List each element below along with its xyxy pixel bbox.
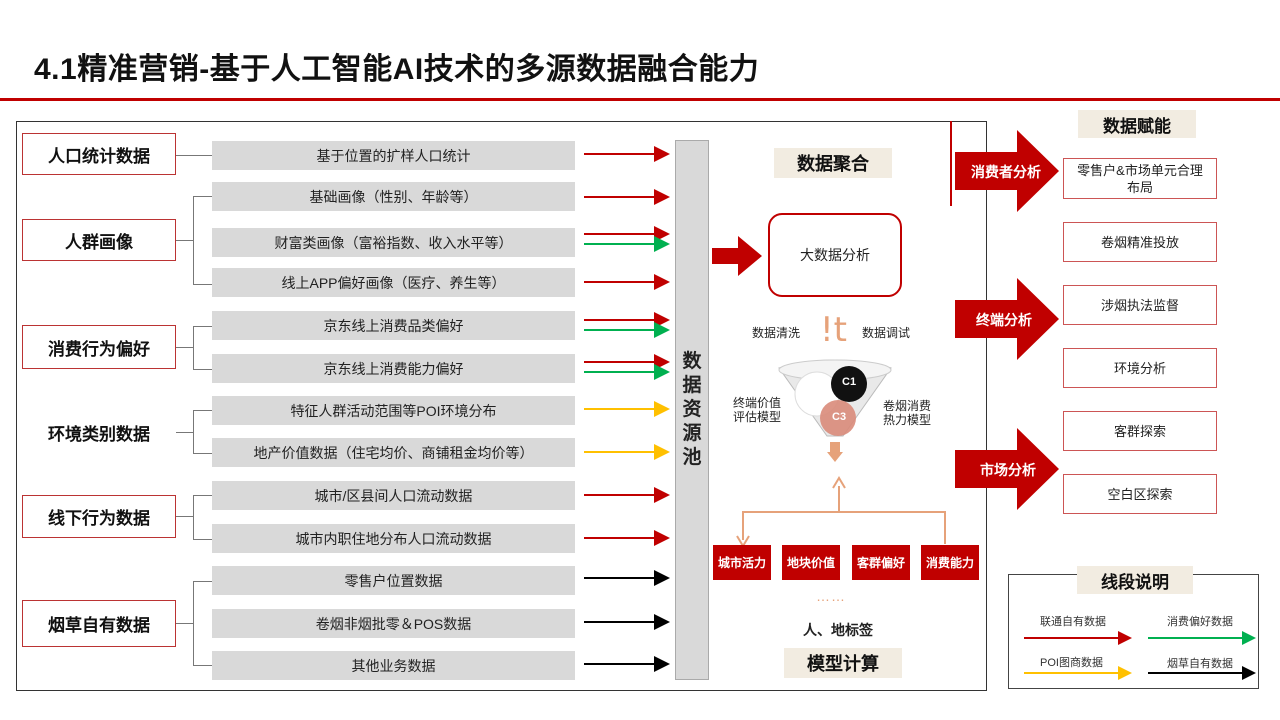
title-divider [0, 98, 1280, 101]
data-bar: 线上APP偏好画像（医疗、养生等） [212, 268, 575, 297]
market-analysis-arrow [955, 428, 1059, 510]
connector [193, 453, 212, 454]
model-feedback-lines [736, 476, 946, 546]
data-bar: 京东线上消费品类偏好 [212, 311, 575, 340]
pool-char: 资 [682, 399, 702, 420]
category-crowd: 人群画像 [22, 219, 176, 261]
legend-lines [1024, 631, 1256, 680]
label-line: 评估模型 [733, 410, 782, 424]
feedback-line [742, 486, 840, 540]
data-bar: 财富类画像（富裕指数、收入水平等） [212, 228, 575, 257]
model-computation-title: 模型计算 [784, 648, 902, 678]
market-analysis-label: 市场分析 [980, 462, 1036, 478]
output-precise-delivery: 卷烟精准投放 [1063, 222, 1217, 262]
data-bar: 特征人群活动范围等POI环境分布 [212, 396, 575, 425]
heat-model-label: 卷烟消费 热力模型 [883, 399, 931, 427]
category-environment: 环境类别数据 [22, 411, 176, 453]
pool-to-analysis-arrow [712, 236, 762, 276]
empower-title: 数据赋能 [1078, 110, 1196, 138]
connector [193, 369, 212, 370]
funnel-circle-c3 [820, 400, 856, 436]
connector [950, 121, 952, 206]
c3-label: C3 [832, 411, 847, 423]
connector [176, 347, 193, 348]
legend-label-consumption: 消费偏好数据 [1167, 616, 1233, 628]
connector [193, 284, 212, 285]
connector [176, 516, 193, 517]
label-line: 终端价值 [733, 396, 782, 410]
data-bar: 其他业务数据 [212, 651, 575, 680]
label-line: 热力模型 [883, 413, 932, 427]
label-line: 卷烟消费 [883, 399, 932, 413]
model-customer-preference: 客群偏好 [852, 545, 910, 580]
data-bar: 城市/区县间人口流动数据 [212, 481, 575, 510]
category-population: 人口统计数据 [22, 133, 176, 175]
data-bar: 城市内职住地分布人口流动数据 [212, 524, 575, 553]
pool-char: 池 [682, 447, 702, 468]
data-bar: 基于位置的扩样人口统计 [212, 141, 575, 170]
terminal-value-model-label: 终端价值 评估模型 [733, 396, 781, 424]
connector [193, 581, 194, 665]
pool-char: 源 [682, 423, 702, 444]
output-blank-area-exploration: 空白区探索 [1063, 474, 1217, 514]
connector [193, 581, 212, 582]
data-resource-pool: 数 据 资 源 池 [675, 140, 709, 680]
connector [193, 410, 194, 453]
tool-icon: !t [820, 310, 847, 350]
data-sources-frame [16, 121, 987, 691]
tuning-label: 数据调试 [862, 326, 911, 340]
connector [176, 623, 193, 624]
consumer-analysis-label: 消费者分析 [971, 164, 1041, 180]
feedback-arrowhead [832, 476, 846, 489]
people-place-tags: 人、地标签 [803, 622, 873, 638]
legend-label-tobacco: 烟草自有数据 [1167, 658, 1233, 670]
funnel-graphic [778, 359, 892, 462]
source-arrows [584, 146, 670, 672]
category-consumption: 消费行为偏好 [22, 325, 176, 369]
model-consumption-ability: 消费能力 [921, 545, 979, 580]
data-bar: 卷烟非烟批零＆POS数据 [212, 609, 575, 638]
output-environment-analysis: 环境分析 [1063, 348, 1217, 388]
connector [193, 410, 212, 411]
connector [193, 326, 212, 327]
connector [193, 196, 212, 197]
category-offline: 线下行为数据 [22, 495, 176, 538]
feedback-arrowhead [736, 535, 750, 546]
legend-label-poi: POI图商数据 [1040, 657, 1103, 669]
data-bar: 零售户位置数据 [212, 566, 575, 595]
category-tobacco: 烟草自有数据 [22, 600, 176, 647]
c1-label: C1 [842, 376, 857, 388]
pool-char: 数 [682, 351, 702, 372]
connector [193, 495, 194, 539]
connector [193, 665, 212, 666]
data-bar: 基础画像（性别、年龄等） [212, 182, 575, 211]
terminal-analysis-arrow [955, 278, 1059, 360]
model-city-vitality: 城市活力 [713, 545, 771, 580]
legend-label-unicom: 联通自有数据 [1040, 616, 1106, 628]
pool-char: 据 [682, 375, 702, 396]
output-customer-exploration: 客群探索 [1063, 411, 1217, 451]
connector [176, 432, 193, 433]
connector [193, 196, 194, 284]
connector [193, 539, 212, 540]
output-law-enforcement: 涉烟执法监督 [1063, 285, 1217, 325]
connector [193, 495, 212, 496]
aggregation-title: 数据聚合 [774, 148, 892, 178]
connector [193, 326, 194, 369]
output-retail-layout: 零售户&市场单元合理布局 [1063, 158, 1217, 199]
cleaning-label: 数据清洗 [752, 326, 801, 340]
data-bar: 京东线上消费能力偏好 [212, 354, 575, 383]
page-title: 4.1精准营销-基于人工智能AI技术的多源数据融合能力 [34, 53, 760, 86]
legend-title: 线段说明 [1077, 566, 1193, 594]
consumer-analysis-arrow [955, 130, 1059, 212]
connector [176, 155, 212, 156]
data-bar: 地产价值数据（住宅均价、商铺租金均价等） [212, 438, 575, 467]
connector [176, 240, 193, 241]
model-land-value: 地块价值 [782, 545, 840, 580]
terminal-analysis-label: 终端分析 [976, 312, 1032, 328]
ellipsis-dots: …… [816, 588, 846, 604]
feedback-line [839, 511, 946, 544]
funnel-circle-c1 [831, 366, 867, 402]
big-data-analysis-box: 大数据分析 [768, 213, 902, 297]
